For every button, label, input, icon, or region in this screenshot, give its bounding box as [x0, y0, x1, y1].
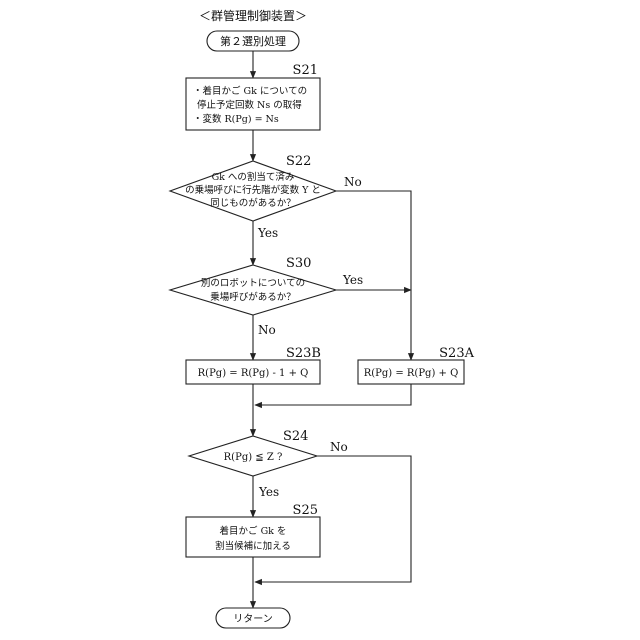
s23b-text: R(Pg) = R(Pg) - 1 + Q	[198, 368, 309, 379]
s22-step-label: S22	[286, 154, 311, 169]
s22-yes-label: Yes	[257, 226, 278, 240]
s25-step-label: S25	[293, 503, 318, 518]
diagram-title: ＜群管理制御装置＞	[199, 8, 307, 23]
s24-text: R(Pg) ≦ Z ?	[224, 452, 283, 463]
s22-no-label: No	[344, 175, 362, 189]
s30-decision	[170, 265, 336, 315]
s21-line-1: ・着目かご Gk についての	[193, 85, 307, 97]
s22-line-3: 同じものがあるか？	[210, 197, 296, 209]
s21-line-3: ・変数 R(Pg) = Ns	[193, 113, 279, 125]
s24-yes-label: Yes	[258, 485, 279, 499]
s24-step-label: S24	[283, 429, 308, 444]
s21-line-2: 停止予定回数 Ns の取得	[197, 99, 302, 111]
arrow-s23a-merge	[255, 384, 411, 405]
s30-no-label: No	[258, 323, 276, 337]
s23a-text: R(Pg) = R(Pg) + Q	[364, 368, 459, 379]
s23a-step-label: S23A	[439, 346, 474, 361]
s22-line-2: の乗場呼びに行先階が変数 Y と	[185, 184, 321, 196]
s25-line-1: 着目かご Gk を	[220, 525, 287, 537]
s21-step-label: S21	[293, 63, 318, 78]
start-label: 第２選別処理	[220, 34, 286, 48]
s23b-step-label: S23B	[286, 346, 321, 361]
s30-line-1: 別のロボットについての	[201, 278, 305, 289]
s30-line-2: 乗場呼びがあるか？	[210, 291, 296, 303]
end-label: リターン	[233, 613, 273, 625]
s30-yes-label: Yes	[342, 273, 363, 287]
s25-line-2: 割当候補に加える	[215, 540, 291, 552]
s24-no-label: No	[330, 440, 348, 454]
s30-step-label: S30	[286, 256, 311, 271]
s22-line-1: Gk への割当て済み	[212, 171, 295, 183]
